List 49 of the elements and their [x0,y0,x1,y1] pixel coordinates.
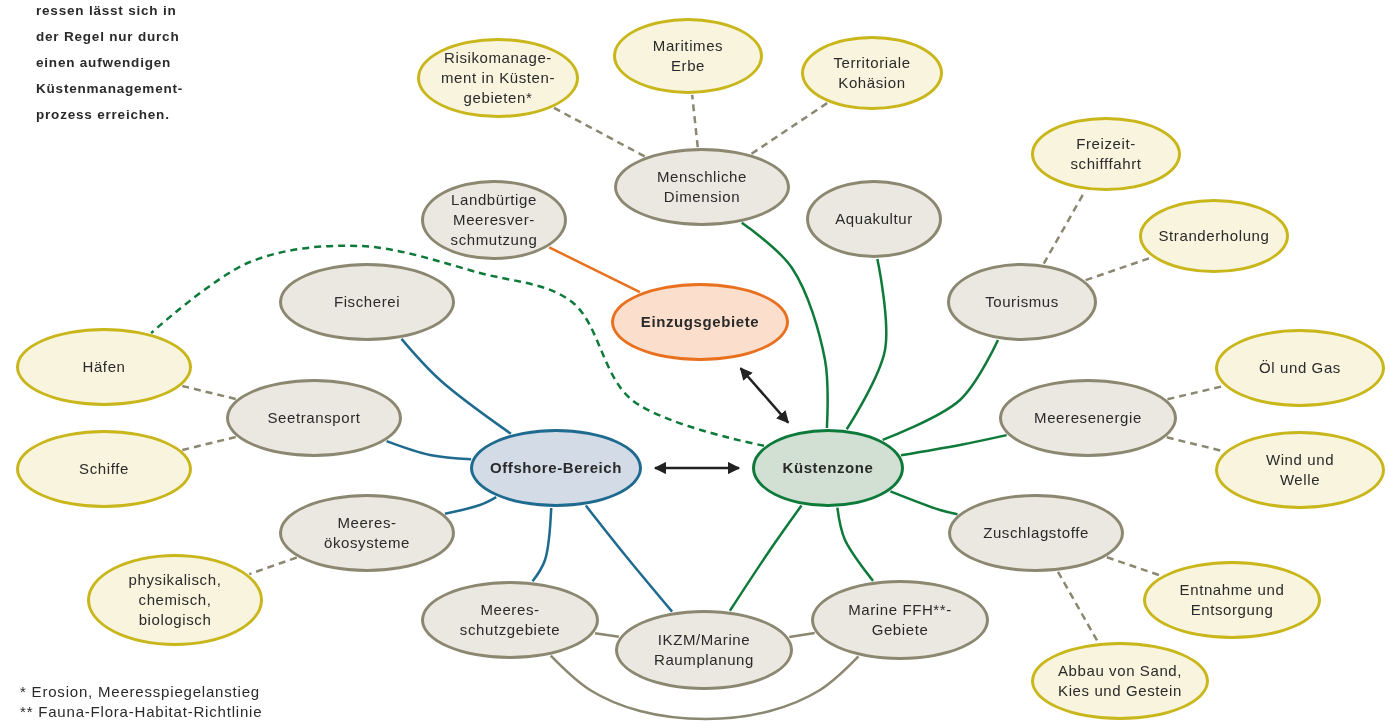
node-label: physikalisch, chemisch, biologisch [127,570,223,630]
connector-line [594,631,619,639]
node-label: Meeres- ökosysteme [322,513,411,553]
double-arrow [739,367,790,424]
connector-line [1106,556,1162,577]
node-label: Meeresenergie [1034,408,1142,428]
node-label: Aquakultur [835,209,913,229]
connector-line [248,556,298,576]
node-label: Maritimes Erbe [651,36,725,76]
connector-line [150,244,765,447]
node-label: Öl und Gas [1259,358,1341,378]
node-label: Freizeit- schifffahrt [1069,134,1143,174]
node-label: Stranderholung [1158,226,1270,246]
connector-line [548,246,641,294]
node-label: Entnahme und Entsorgung [1178,580,1286,620]
node-label: Einzugsgebiete [640,312,760,332]
footnote: * Erosion, Meeresspiegelanstieg [20,682,261,702]
node-label: Risikomanage- ment in Küsten- gebieten* [439,48,557,108]
connector-line [750,101,829,155]
node-label: Landbürtige Meeresver- schmutzung [449,190,539,250]
connector-line [882,339,1000,441]
node-label: Wind und Welle [1264,450,1336,490]
connector-line [836,507,875,582]
connector-line [845,258,888,430]
footnote: ** Fauna-Flora-Habitat-Richtlinie [20,702,264,722]
connector-line [889,490,958,516]
connector-line [531,507,553,582]
connector-line [1056,571,1100,643]
node-label: Zuschlagstoffe [983,523,1089,543]
node-label: Marine FFH**-Gebiete [847,600,953,640]
node-label: Küstenzone [782,458,874,478]
node-label: Meeres- schutzgebiete [458,600,562,640]
connector-line [553,106,646,158]
node-label: IKZM/Marine Raumplanung [653,630,755,670]
node-label: Tourismus [985,292,1059,312]
connector-line [444,496,497,515]
node-label: Offshore-Bereich [489,458,623,478]
node-label: Abbau von Sand, Kies und Gestein [1056,661,1184,701]
double-arrow [653,461,741,475]
connector-line [386,439,472,461]
node-label: Menschliche Dimension [656,167,748,207]
connector-line [789,631,815,639]
body-text: ressen lässt sich in der Regel nur durch einen aufwendigen Küstenmanagement- prozess erreichen. [36,2,185,124]
node-label: Fischerei [333,292,401,312]
node-label: Seetransport [267,408,361,428]
node-label: Schiffe [79,459,129,479]
connector-line [690,94,699,148]
node-label: Territoriale Kohäsion [832,53,912,93]
node-label: Häfen [82,357,126,377]
